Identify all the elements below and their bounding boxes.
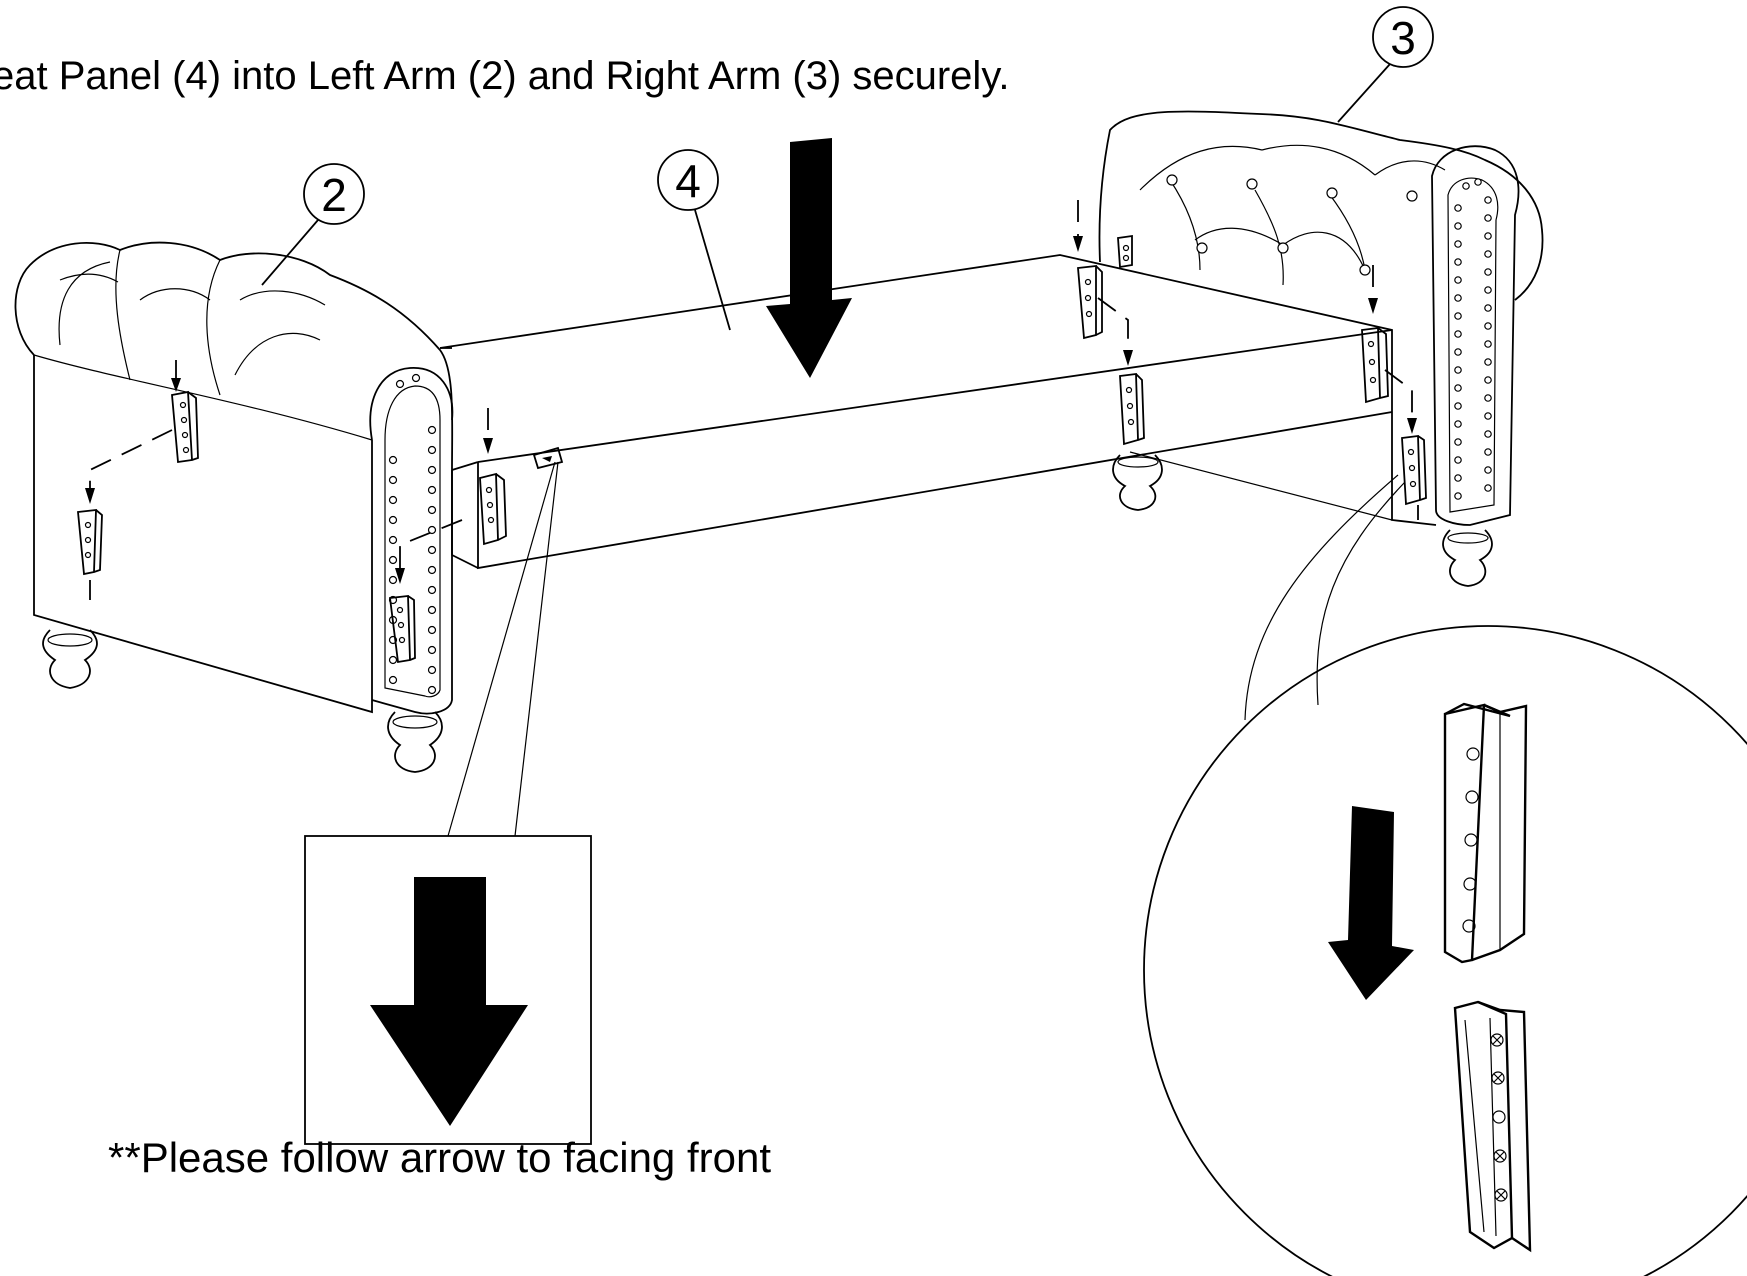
instruction-text: eat Panel (4) into Left Arm (2) and Righ… (0, 54, 1010, 98)
bracket-seat-right-lower (1119, 372, 1145, 446)
right-arm (1073, 110, 1544, 587)
bracket-detail-circle (1143, 474, 1747, 1276)
seat-panel (439, 254, 1393, 570)
callout-2-label: 2 (321, 169, 347, 221)
down-arrow-icon (1328, 806, 1414, 1000)
nailhead-trim (388, 373, 437, 695)
bracket-left-arm-lower (77, 508, 103, 576)
down-arrow-icon (766, 138, 852, 378)
front-arrow-detail (304, 461, 592, 1145)
facing-front-note: **Please follow arrow to facing front (108, 1134, 771, 1181)
callout-3: 3 (1337, 6, 1434, 123)
bracket-left-arm-front (388, 594, 416, 664)
callout-4: 4 (657, 149, 731, 331)
callout-3-label: 3 (1390, 12, 1416, 64)
bracket-seat-right-upper (1077, 264, 1103, 340)
lower-bracket-detail (1453, 1000, 1532, 1253)
bracket-seat-front-left (479, 472, 507, 546)
bracket-right-arm-front (1401, 434, 1427, 506)
callout-2: 2 (261, 163, 365, 286)
bracket-seat-rear-right (1361, 326, 1389, 404)
bracket-right-arm-back (1117, 234, 1133, 269)
bracket-left-arm-upper (171, 390, 199, 464)
callout-4-label: 4 (675, 155, 701, 207)
down-arrow-icon (370, 877, 528, 1126)
left-arm (14, 241, 463, 773)
nailhead-trim-right (1454, 178, 1492, 500)
upper-bracket-detail (1443, 702, 1528, 964)
